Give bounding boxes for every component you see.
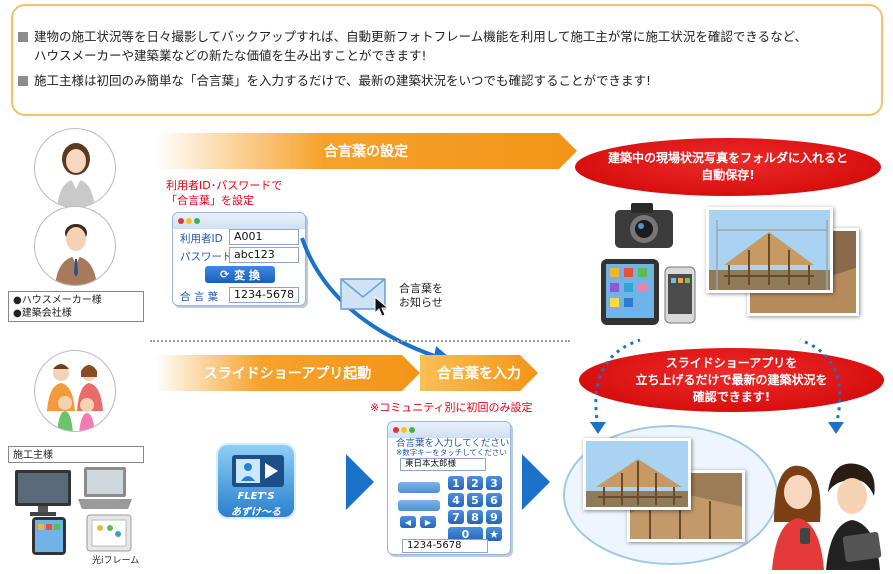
tablet-icon	[600, 258, 660, 330]
key-left-arrow[interactable]: ◀	[400, 516, 416, 528]
family-avatar-icon	[34, 350, 116, 432]
app-icon[interactable]: FLET'S あずけ〜る	[216, 443, 296, 519]
info-line-3: 施工主様は初回のみ簡単な「合言葉」を入力するだけで、最新の建築状況をいつでも確認…	[18, 72, 651, 90]
convert-button[interactable]: ⟳ 変 換	[205, 266, 275, 283]
key-7[interactable]: 7	[448, 510, 464, 524]
window-dot-icon	[178, 218, 184, 224]
woman-avatar-icon	[34, 128, 116, 208]
keypad-panel: 合言葉を入力してください ※数字キーをタッチしてください 東日本太郎様 ◀ ▶ …	[387, 421, 511, 555]
name-field[interactable]: 東日本太郎様	[400, 458, 486, 471]
auto-save-ellipse: 建築中の現場状況写真をフォルダに入れると 自動保存!	[575, 138, 881, 196]
keypad-subtitle: ※数字キーをタッチしてください	[396, 448, 507, 457]
info-box	[11, 4, 883, 116]
mail-note-line-1: 合言葉を	[399, 282, 443, 295]
keypad-title: 合言葉を入力してください	[396, 438, 510, 449]
info-line-1: 建物の施工状況等を日々撮影してバックアップすれば、自動更新フォトフレーム機能を利…	[18, 28, 807, 46]
key-4[interactable]: 4	[448, 493, 464, 507]
key-9[interactable]: 9	[486, 510, 502, 524]
cursor-icon	[374, 295, 390, 322]
window-dot-icon	[393, 427, 399, 433]
banner-launch-app: スライドショーアプリ起動	[155, 355, 420, 391]
slideshow-ellipse: スライドショーアプリを 立ち上げるだけで最新の建築状況を 確認できます!	[579, 348, 884, 412]
banner-enter-passphrase-label: 合言葉を入力	[437, 366, 521, 382]
refresh-icon: ⟳	[219, 268, 230, 281]
keypad-wide-key[interactable]	[398, 482, 440, 493]
setup-note: 利用者ID･パスワードで 「合言葉」を設定	[166, 178, 282, 208]
window-dot-icon	[401, 427, 407, 433]
laptop-icon	[76, 465, 134, 517]
mail-note: 合言葉を お知らせ	[399, 282, 443, 310]
slideshow-text-3: 確認できます!	[692, 389, 771, 404]
bullet-square-icon	[18, 32, 28, 42]
monitor-icon	[14, 469, 72, 521]
app-name-2: あずけ〜る	[231, 507, 281, 518]
bullet-square-icon	[18, 76, 28, 86]
owner-label: 施工主様	[8, 446, 144, 463]
key-0[interactable]: 0	[448, 527, 483, 541]
flow-arrow-right-1	[346, 454, 374, 510]
login-panel-titlebar	[173, 213, 305, 229]
keypad-wide-key[interactable]	[398, 500, 440, 511]
setup-note-line-2: 「合言葉」を設定	[166, 194, 254, 207]
window-dot-icon	[194, 218, 200, 224]
password-label: パスワード	[180, 251, 233, 263]
key-8[interactable]: 8	[467, 510, 483, 524]
key-5[interactable]: 5	[467, 493, 483, 507]
info-text-1: 建物の施工状況等を日々撮影してバックアップすれば、自動更新フォトフレーム機能を利…	[34, 29, 808, 44]
sync-arrows	[590, 338, 844, 434]
info-text-3: 施工主様は初回のみ簡単な「合言葉」を入力するだけで、最新の建築状況をいつでも確認…	[34, 73, 652, 88]
couple-illustration-icon	[770, 452, 888, 574]
first-time-note: ※コミュニティ別に初回のみ設定	[370, 401, 533, 414]
entered-passphrase-field[interactable]: 1234-5678	[402, 539, 488, 553]
construction-photo-front	[706, 207, 833, 293]
banner-passphrase-setup-label: 合言葉の設定	[324, 144, 408, 160]
smartphone-icon	[664, 266, 696, 328]
passphrase-label: 合 言 葉	[180, 291, 219, 303]
banner-enter-passphrase: 合言葉を入力	[420, 355, 538, 391]
key-right-arrow[interactable]: ▶	[420, 516, 436, 528]
mail-note-line-2: お知らせ	[399, 296, 443, 309]
app-name-1: FLET'S	[237, 491, 275, 502]
setup-note-line-1: 利用者ID･パスワードで	[166, 179, 283, 192]
banner-launch-app-label: スライドショーアプリ起動	[203, 366, 372, 382]
builders-label-line-2: ●建築会社様	[13, 308, 72, 319]
slideshow-text-1: スライドショーアプリを	[665, 355, 798, 370]
film-icon	[232, 455, 284, 487]
auto-save-text-2: 自動保存!	[701, 168, 755, 182]
key-star[interactable]: ★	[486, 527, 502, 541]
photo-frame-icon	[86, 514, 132, 556]
key-2[interactable]: 2	[467, 476, 483, 490]
builders-label-line-1: ●ハウスメーカー様	[13, 295, 102, 306]
login-panel: 利用者ID A001 パスワード abc123 ⟳ 変 換 合 言 葉 1234…	[172, 212, 306, 306]
camera-icon	[613, 200, 675, 254]
key-1[interactable]: 1	[448, 476, 464, 490]
tablet-icon	[31, 516, 67, 560]
key-6[interactable]: 6	[486, 493, 502, 507]
section-separator	[150, 340, 570, 342]
password-field[interactable]: abc123	[229, 247, 299, 263]
passphrase-field[interactable]: 1234-5678	[229, 287, 299, 303]
window-dot-icon	[186, 218, 192, 224]
slideshow-text-2: 立ち上げるだけで最新の建築状況を	[635, 372, 828, 387]
window-dot-icon	[409, 427, 415, 433]
man-avatar-icon	[34, 206, 116, 286]
device-label: 光iフレーム	[92, 556, 140, 566]
auto-save-text-1: 建築中の現場状況写真をフォルダに入れると	[607, 151, 848, 165]
key-3[interactable]: 3	[486, 476, 502, 490]
user-id-label: 利用者ID	[180, 233, 223, 245]
builders-label: ●ハウスメーカー様 ●建築会社様	[8, 291, 144, 322]
flow-arrow-right-2	[522, 454, 550, 510]
keypad-panel-titlebar	[388, 422, 510, 438]
convert-button-label: 変 換	[234, 268, 261, 282]
slideshow-photo-front	[583, 438, 691, 510]
info-line-2: ハウスメーカーや建築業などの新たな価値を生み出すことができます!	[34, 48, 427, 63]
user-id-field[interactable]: A001	[229, 229, 299, 245]
banner-passphrase-setup: 合言葉の設定	[155, 133, 577, 169]
